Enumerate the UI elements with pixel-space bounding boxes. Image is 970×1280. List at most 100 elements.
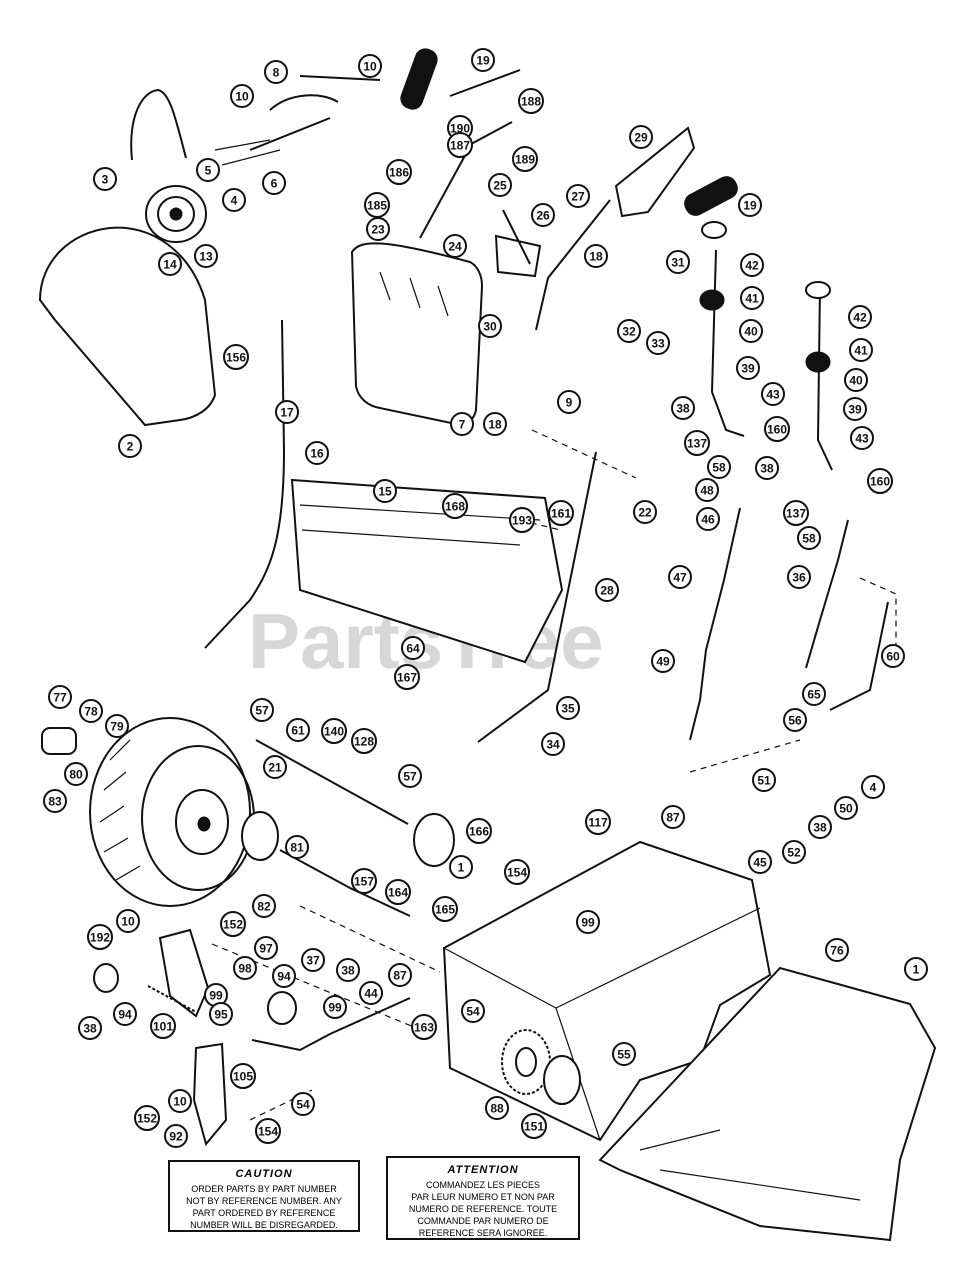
callout-label: 58: [712, 461, 726, 475]
callout-88: 88: [485, 1096, 509, 1120]
callout-42: 42: [740, 253, 764, 277]
callout-circle: [666, 250, 690, 274]
callout-circle: [849, 338, 873, 362]
callout-label: 1: [913, 963, 920, 977]
callout-circle: [323, 995, 347, 1019]
callout-circle: [359, 981, 383, 1005]
callout-circle: [518, 88, 544, 114]
callout-98: 98: [233, 956, 257, 980]
callout-circle: [844, 368, 868, 392]
belt-cover: [38, 226, 217, 427]
callout-circle: [738, 193, 762, 217]
callout-49: 49: [651, 649, 675, 673]
callout-label: 30: [483, 320, 497, 334]
callout-label: 193: [512, 514, 532, 528]
callout-label: 37: [306, 954, 320, 968]
callout-label: 77: [53, 691, 67, 705]
linkage-rod-47: [689, 507, 741, 741]
callout-31: 31: [666, 250, 690, 274]
callout-43: 43: [850, 426, 874, 450]
callout-circle: [612, 1042, 636, 1066]
callout-10: 10: [168, 1089, 192, 1113]
attention-title: ATTENTION: [447, 1164, 519, 1176]
callout-51: 51: [752, 768, 776, 792]
callout-label: 47: [673, 571, 687, 585]
callout-65: 65: [802, 682, 826, 706]
callout-label: 42: [745, 259, 759, 273]
callout-circle: [848, 305, 872, 329]
callout-157: 157: [351, 868, 377, 894]
skid-plate: [598, 966, 937, 1242]
callout-circle: [158, 252, 182, 276]
callout-2: 2: [118, 434, 142, 458]
callout-label: 105: [233, 1070, 253, 1084]
callout-label: 99: [581, 916, 595, 930]
callout-circle: [351, 728, 377, 754]
callout-152: 152: [134, 1105, 160, 1131]
callout-label: 166: [469, 825, 489, 839]
callout-label: 167: [397, 671, 417, 685]
callout-label: 56: [788, 714, 802, 728]
callout-label: 168: [445, 500, 465, 514]
callout-4: 4: [222, 188, 246, 212]
callout-99: 99: [576, 910, 600, 934]
callout-82: 82: [252, 894, 276, 918]
callout-circle: [557, 390, 581, 414]
callout-137: 137: [783, 500, 809, 526]
callout-circle: [230, 1063, 256, 1089]
callout-94: 94: [113, 1002, 137, 1026]
callout-label: 36: [792, 571, 806, 585]
callout-label: 27: [571, 190, 585, 204]
callout-label: 44: [364, 987, 378, 1001]
callout-154: 154: [255, 1118, 281, 1144]
callout-28: 28: [595, 578, 619, 602]
lower-bracket: [192, 1042, 228, 1147]
callout-label: 80: [69, 768, 83, 782]
callout-43: 43: [761, 382, 785, 406]
shift-rod-44: [251, 997, 411, 1052]
wheel-flange: [241, 811, 279, 861]
callout-circle: [105, 714, 129, 738]
callout-21: 21: [263, 755, 287, 779]
callout-circle: [755, 456, 779, 480]
callout-17: 17: [275, 400, 299, 424]
callout-circle: [802, 682, 826, 706]
callout-label: 97: [259, 942, 273, 956]
callout-189: 189: [512, 146, 538, 172]
callout-circle: [264, 60, 288, 84]
callout-label: 38: [760, 462, 774, 476]
caution-line: ORDER PARTS BY PART NUMBER: [191, 1184, 337, 1194]
callout-circle: [93, 167, 117, 191]
callout-label: 154: [507, 866, 527, 880]
callout-label: 52: [787, 846, 801, 860]
callout-128: 128: [351, 728, 377, 754]
callout-45: 45: [748, 850, 772, 874]
callout-circle: [263, 755, 287, 779]
callout-circle: [825, 938, 849, 962]
callout-label: 82: [257, 900, 271, 914]
attention-notice: ATTENTION COMMANDEZ LES PIECES PAR LEUR …: [386, 1156, 580, 1240]
callout-label: 55: [617, 1048, 631, 1062]
control-panel: [350, 242, 484, 426]
callout-57: 57: [398, 764, 422, 788]
callout-circle: [566, 184, 590, 208]
engine-pulley: [145, 185, 207, 243]
callout-circle: [843, 397, 867, 421]
callout-circle: [707, 455, 731, 479]
callout-label: 140: [324, 725, 344, 739]
callout-label: 15: [378, 485, 392, 499]
caution-line: NUMBER WILL BE DISREGARDED.: [190, 1220, 338, 1230]
callout-165: 165: [432, 896, 458, 922]
callout-circle: [488, 173, 512, 197]
callout-7: 7: [450, 412, 474, 436]
callout-97: 97: [254, 936, 278, 960]
callout-circle: [509, 507, 535, 533]
callout-label: 10: [121, 915, 135, 929]
callout-185: 185: [364, 192, 390, 218]
callout-circle: [461, 999, 485, 1023]
attention-line: COMMANDE PAR NUMERO DE: [417, 1216, 549, 1226]
knob-right: [805, 281, 831, 373]
callout-label: 165: [435, 903, 455, 917]
